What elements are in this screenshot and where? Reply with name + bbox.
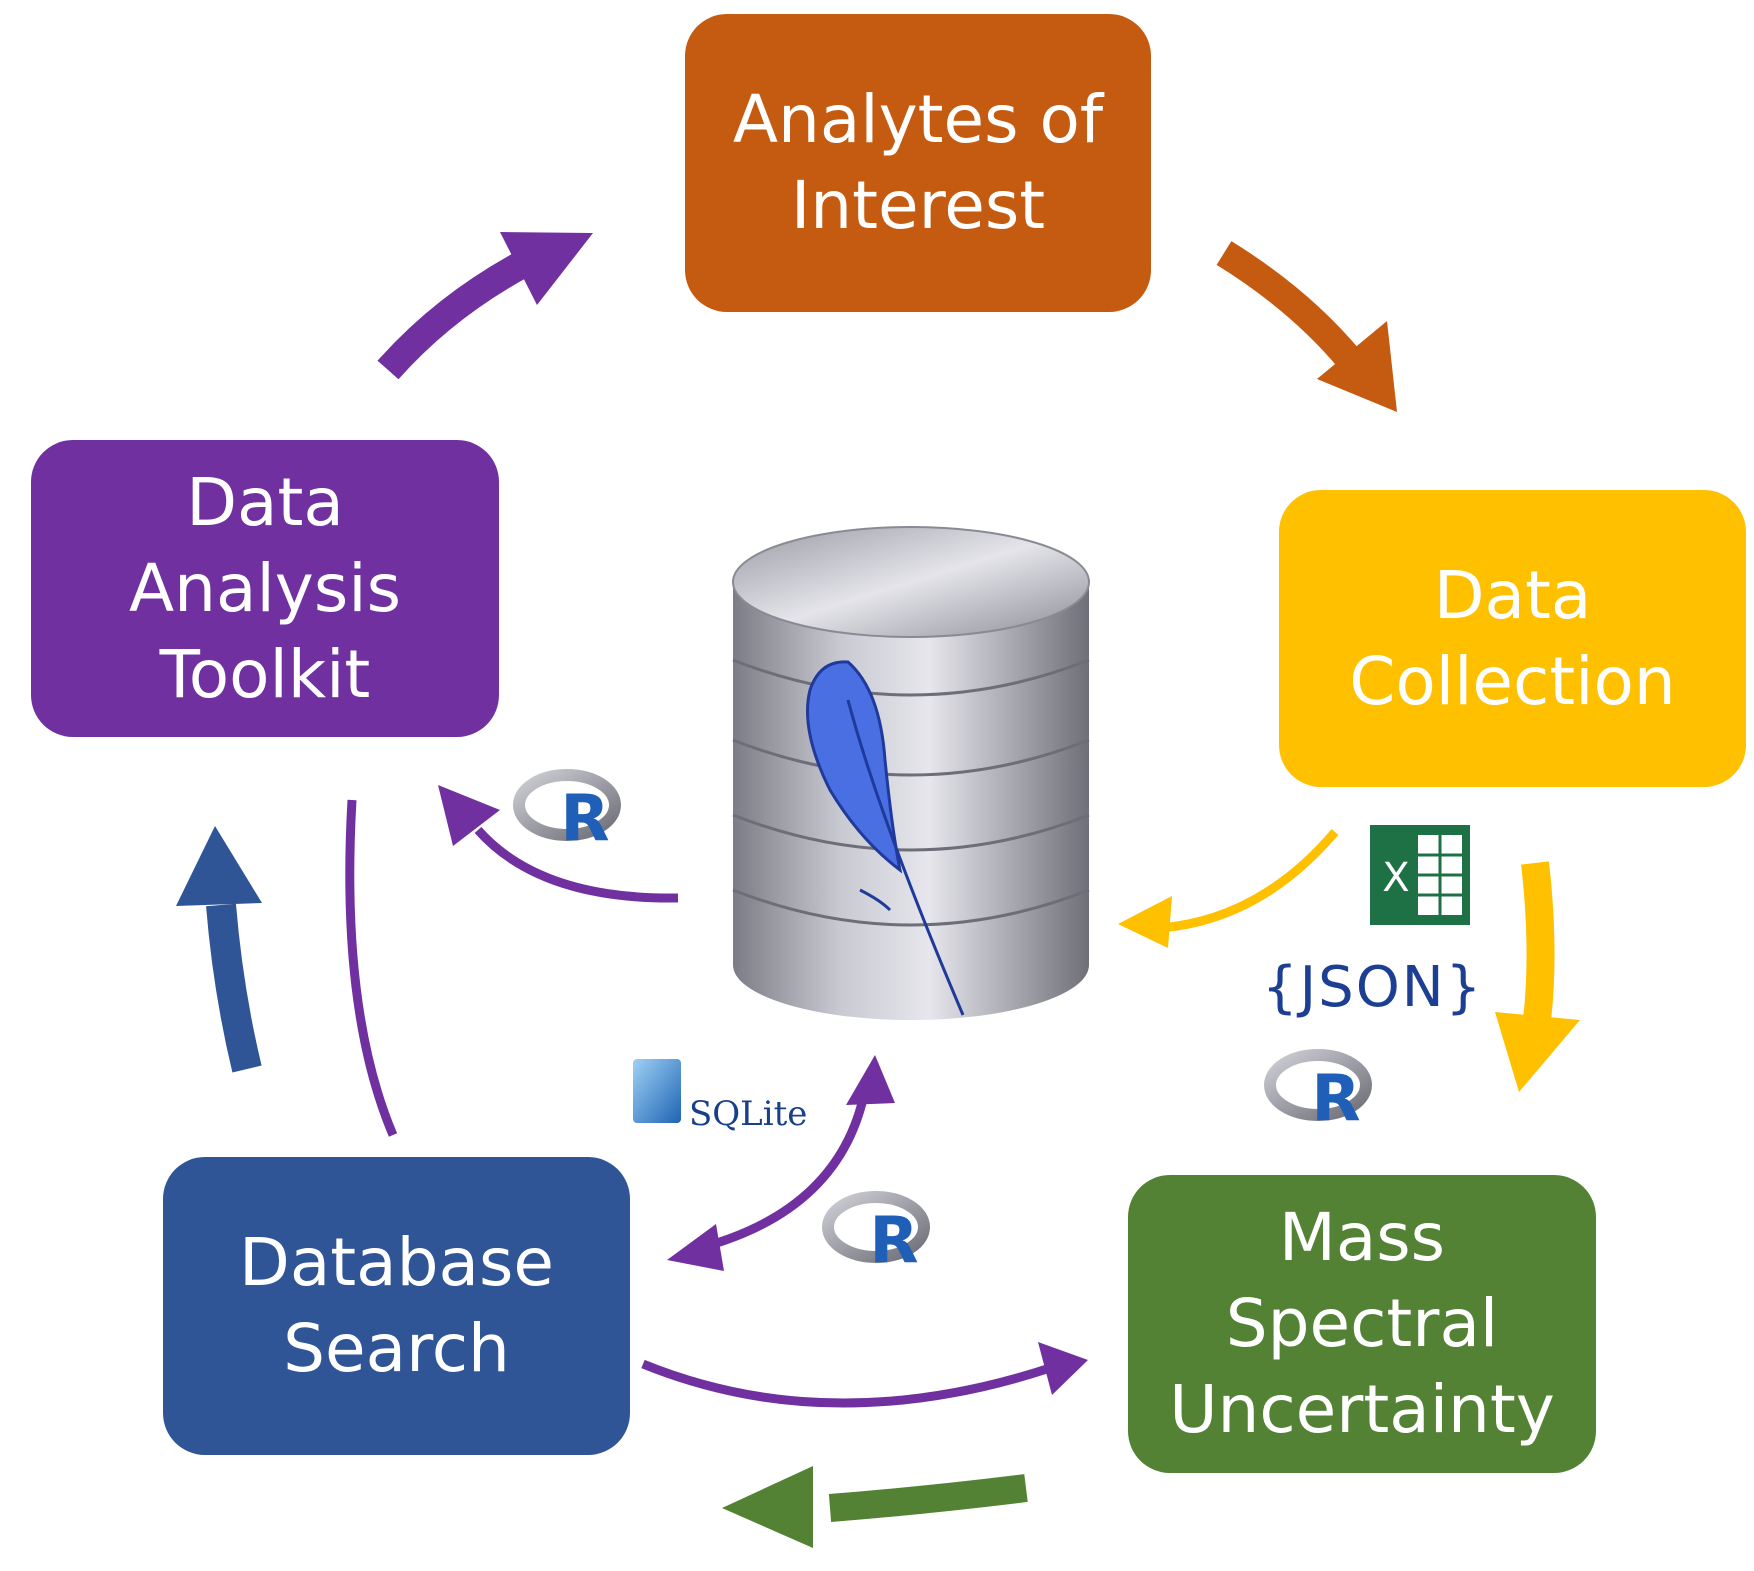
arrow-db-search-bidirectional bbox=[667, 1055, 895, 1271]
feather-icon bbox=[806, 660, 965, 1016]
box-label-line: Mass bbox=[1278, 1199, 1446, 1276]
box-label-line: Uncertainty bbox=[1169, 1371, 1555, 1448]
box-label-line: Data bbox=[1433, 556, 1592, 634]
arrow-search-to-mass bbox=[641, 1342, 1088, 1408]
arrow-toolkit-to-analytes bbox=[377, 232, 593, 380]
r-logo-icon: R bbox=[822, 1191, 930, 1278]
r-logo-letter: R bbox=[869, 1204, 918, 1278]
arrow-search-to-toolkit bbox=[176, 826, 262, 1073]
box-label-line: Search bbox=[283, 1310, 510, 1387]
arrow-analytes-to-collection bbox=[1216, 241, 1397, 412]
arrow-collection-to-mass bbox=[1495, 861, 1580, 1092]
r-logo-icon: R bbox=[1264, 1049, 1372, 1136]
analytes-of-interest-box: Analytes of Interest bbox=[685, 14, 1151, 312]
box-label-line: Database bbox=[239, 1224, 554, 1301]
mass-spectral-uncertainty-box: Mass Spectral Uncertainty bbox=[1128, 1175, 1596, 1473]
box-label-line: Collection bbox=[1349, 642, 1676, 720]
box-label-line: Interest bbox=[790, 167, 1046, 244]
box-label-line: Spectral bbox=[1225, 1285, 1499, 1362]
excel-icon: X bbox=[1370, 825, 1470, 925]
r-logo-icon: R bbox=[513, 769, 621, 856]
r-logo-letter: R bbox=[560, 782, 609, 856]
sqlite-icon bbox=[633, 1059, 681, 1123]
database-icon bbox=[732, 526, 1090, 1020]
box-label-line: Analytes of bbox=[732, 81, 1104, 158]
excel-letter: X bbox=[1382, 855, 1409, 901]
arrow-mass-to-search bbox=[722, 1466, 1028, 1548]
data-collection-box: Data Collection bbox=[1279, 490, 1746, 787]
arrow-collection-to-db bbox=[1118, 829, 1339, 948]
box-label-line: Toolkit bbox=[159, 635, 371, 713]
box-label-line: Data bbox=[186, 463, 344, 541]
sqlite-logo-text: SQLite bbox=[689, 1094, 808, 1134]
arc-toolkit-to-search bbox=[345, 799, 398, 1137]
json-logo: {JSON} bbox=[1262, 955, 1484, 1020]
data-analysis-toolkit-box: Data Analysis Toolkit bbox=[31, 440, 499, 737]
box-label-line: Analysis bbox=[129, 549, 401, 627]
r-logo-letter: R bbox=[1311, 1062, 1360, 1136]
database-search-box: Database Search bbox=[163, 1157, 630, 1455]
arrow-db-to-toolkit bbox=[438, 785, 679, 903]
